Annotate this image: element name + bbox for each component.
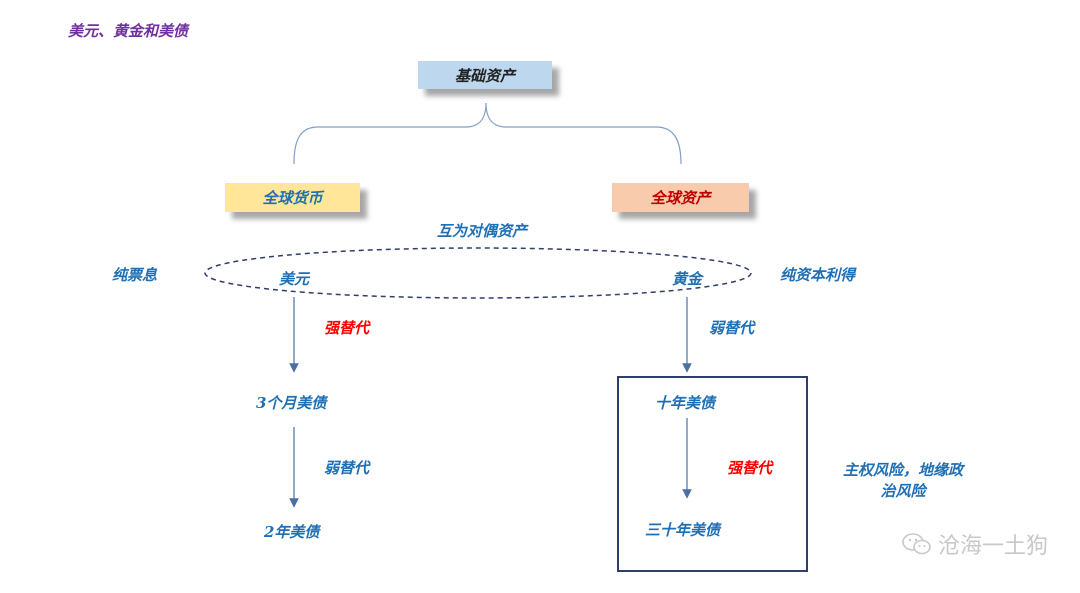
- pure-capital-gain-label: 纯资本利得: [780, 266, 856, 284]
- watermark-text: 沧海一土狗: [937, 534, 1048, 559]
- pure-coupon-label: 纯票息: [112, 266, 158, 284]
- treasury-30y-label: 三十年美债: [645, 521, 721, 539]
- gold-relation-label: 弱替代: [709, 319, 755, 337]
- gold-label: 黄金: [672, 270, 703, 288]
- dual-assets-ellipse: [204, 247, 752, 299]
- long-end-relation-label: 强替代: [727, 459, 773, 477]
- asset-node-box: 全球资产: [612, 183, 749, 212]
- treasury-3m-label: 3个月美债: [256, 394, 327, 412]
- long-end-frame: [617, 376, 808, 572]
- brace-connector: [293, 102, 682, 165]
- wechat-icon: [902, 533, 931, 555]
- dual-assets-label: 互为对偶资产: [437, 222, 528, 240]
- treasury-2y-label: 2年美债: [264, 523, 320, 541]
- root-node-box: 基础资产: [418, 61, 552, 89]
- risk-note: 主权风险，地缘政治风险: [842, 461, 963, 500]
- treasury-10y-label: 十年美债: [655, 394, 716, 412]
- currency-node-box: 全球货币: [225, 183, 360, 212]
- short-end-relation-label: 弱替代: [324, 459, 370, 477]
- usd-relation-label: 强替代: [324, 319, 370, 337]
- page-title: 美元、黄金和美债: [68, 22, 189, 40]
- watermark: 沧海一土狗: [902, 528, 1048, 560]
- usd-label: 美元: [279, 270, 310, 288]
